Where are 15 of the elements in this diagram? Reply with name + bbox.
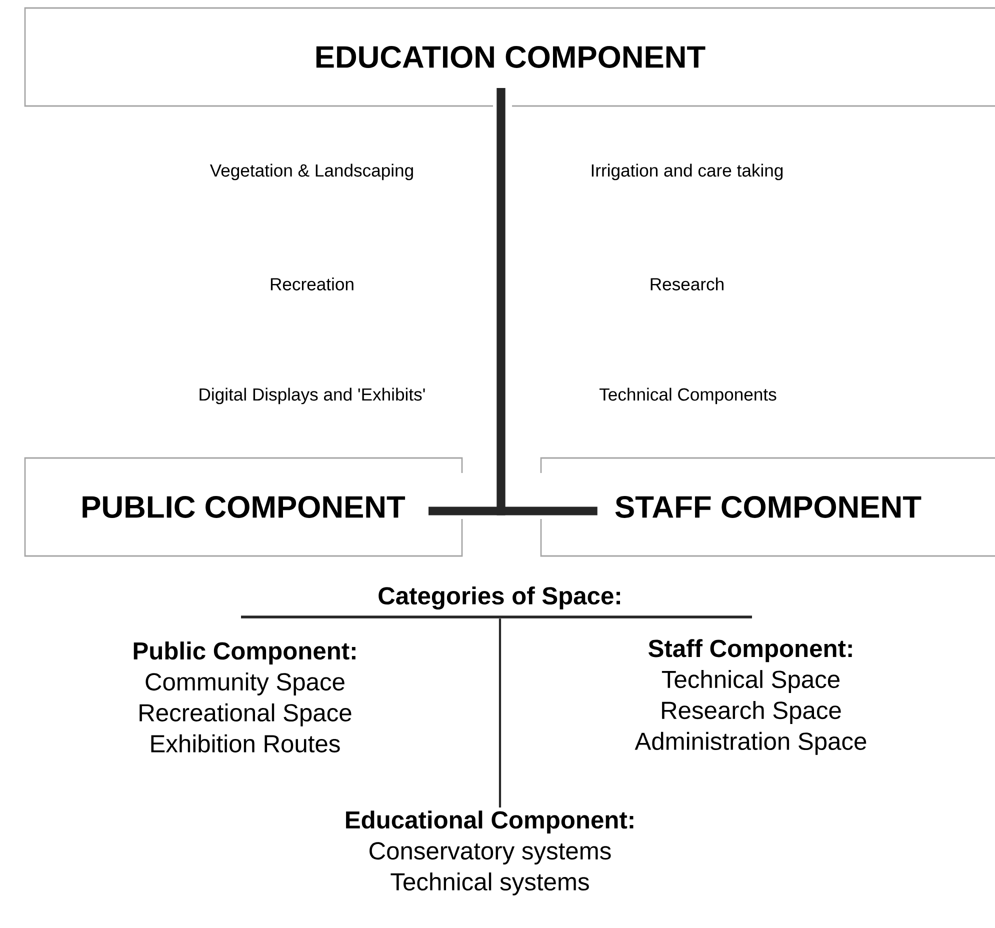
connector-line — [498, 618, 502, 808]
space-label: Irrigation and care taking — [592, 164, 783, 180]
category-heading: Categories of Space: — [378, 586, 620, 610]
space-label: Technical Components — [599, 388, 776, 404]
space-label: Vegetation & Landscaping — [210, 164, 413, 180]
component-box: PUBLIC COMPONENT — [24, 457, 463, 557]
category-list: Public Component: Community Space Recreational Space Exhibition Routes — [134, 642, 356, 752]
space-label: Digital Displays and 'Exhibits' — [200, 388, 425, 404]
connector-line — [496, 88, 598, 516]
category-list: Staff Component: Technical Space Research Space Administration Space — [634, 639, 866, 755]
component-box: STAFF COMPONENT — [540, 457, 995, 557]
space-label: Research — [650, 278, 724, 290]
component-box: EDUCATION COMPONENT — [24, 7, 995, 107]
space-label: Recreation — [270, 278, 354, 290]
category-list: Educational Component: Conservatory systems Technical systems — [346, 810, 634, 896]
